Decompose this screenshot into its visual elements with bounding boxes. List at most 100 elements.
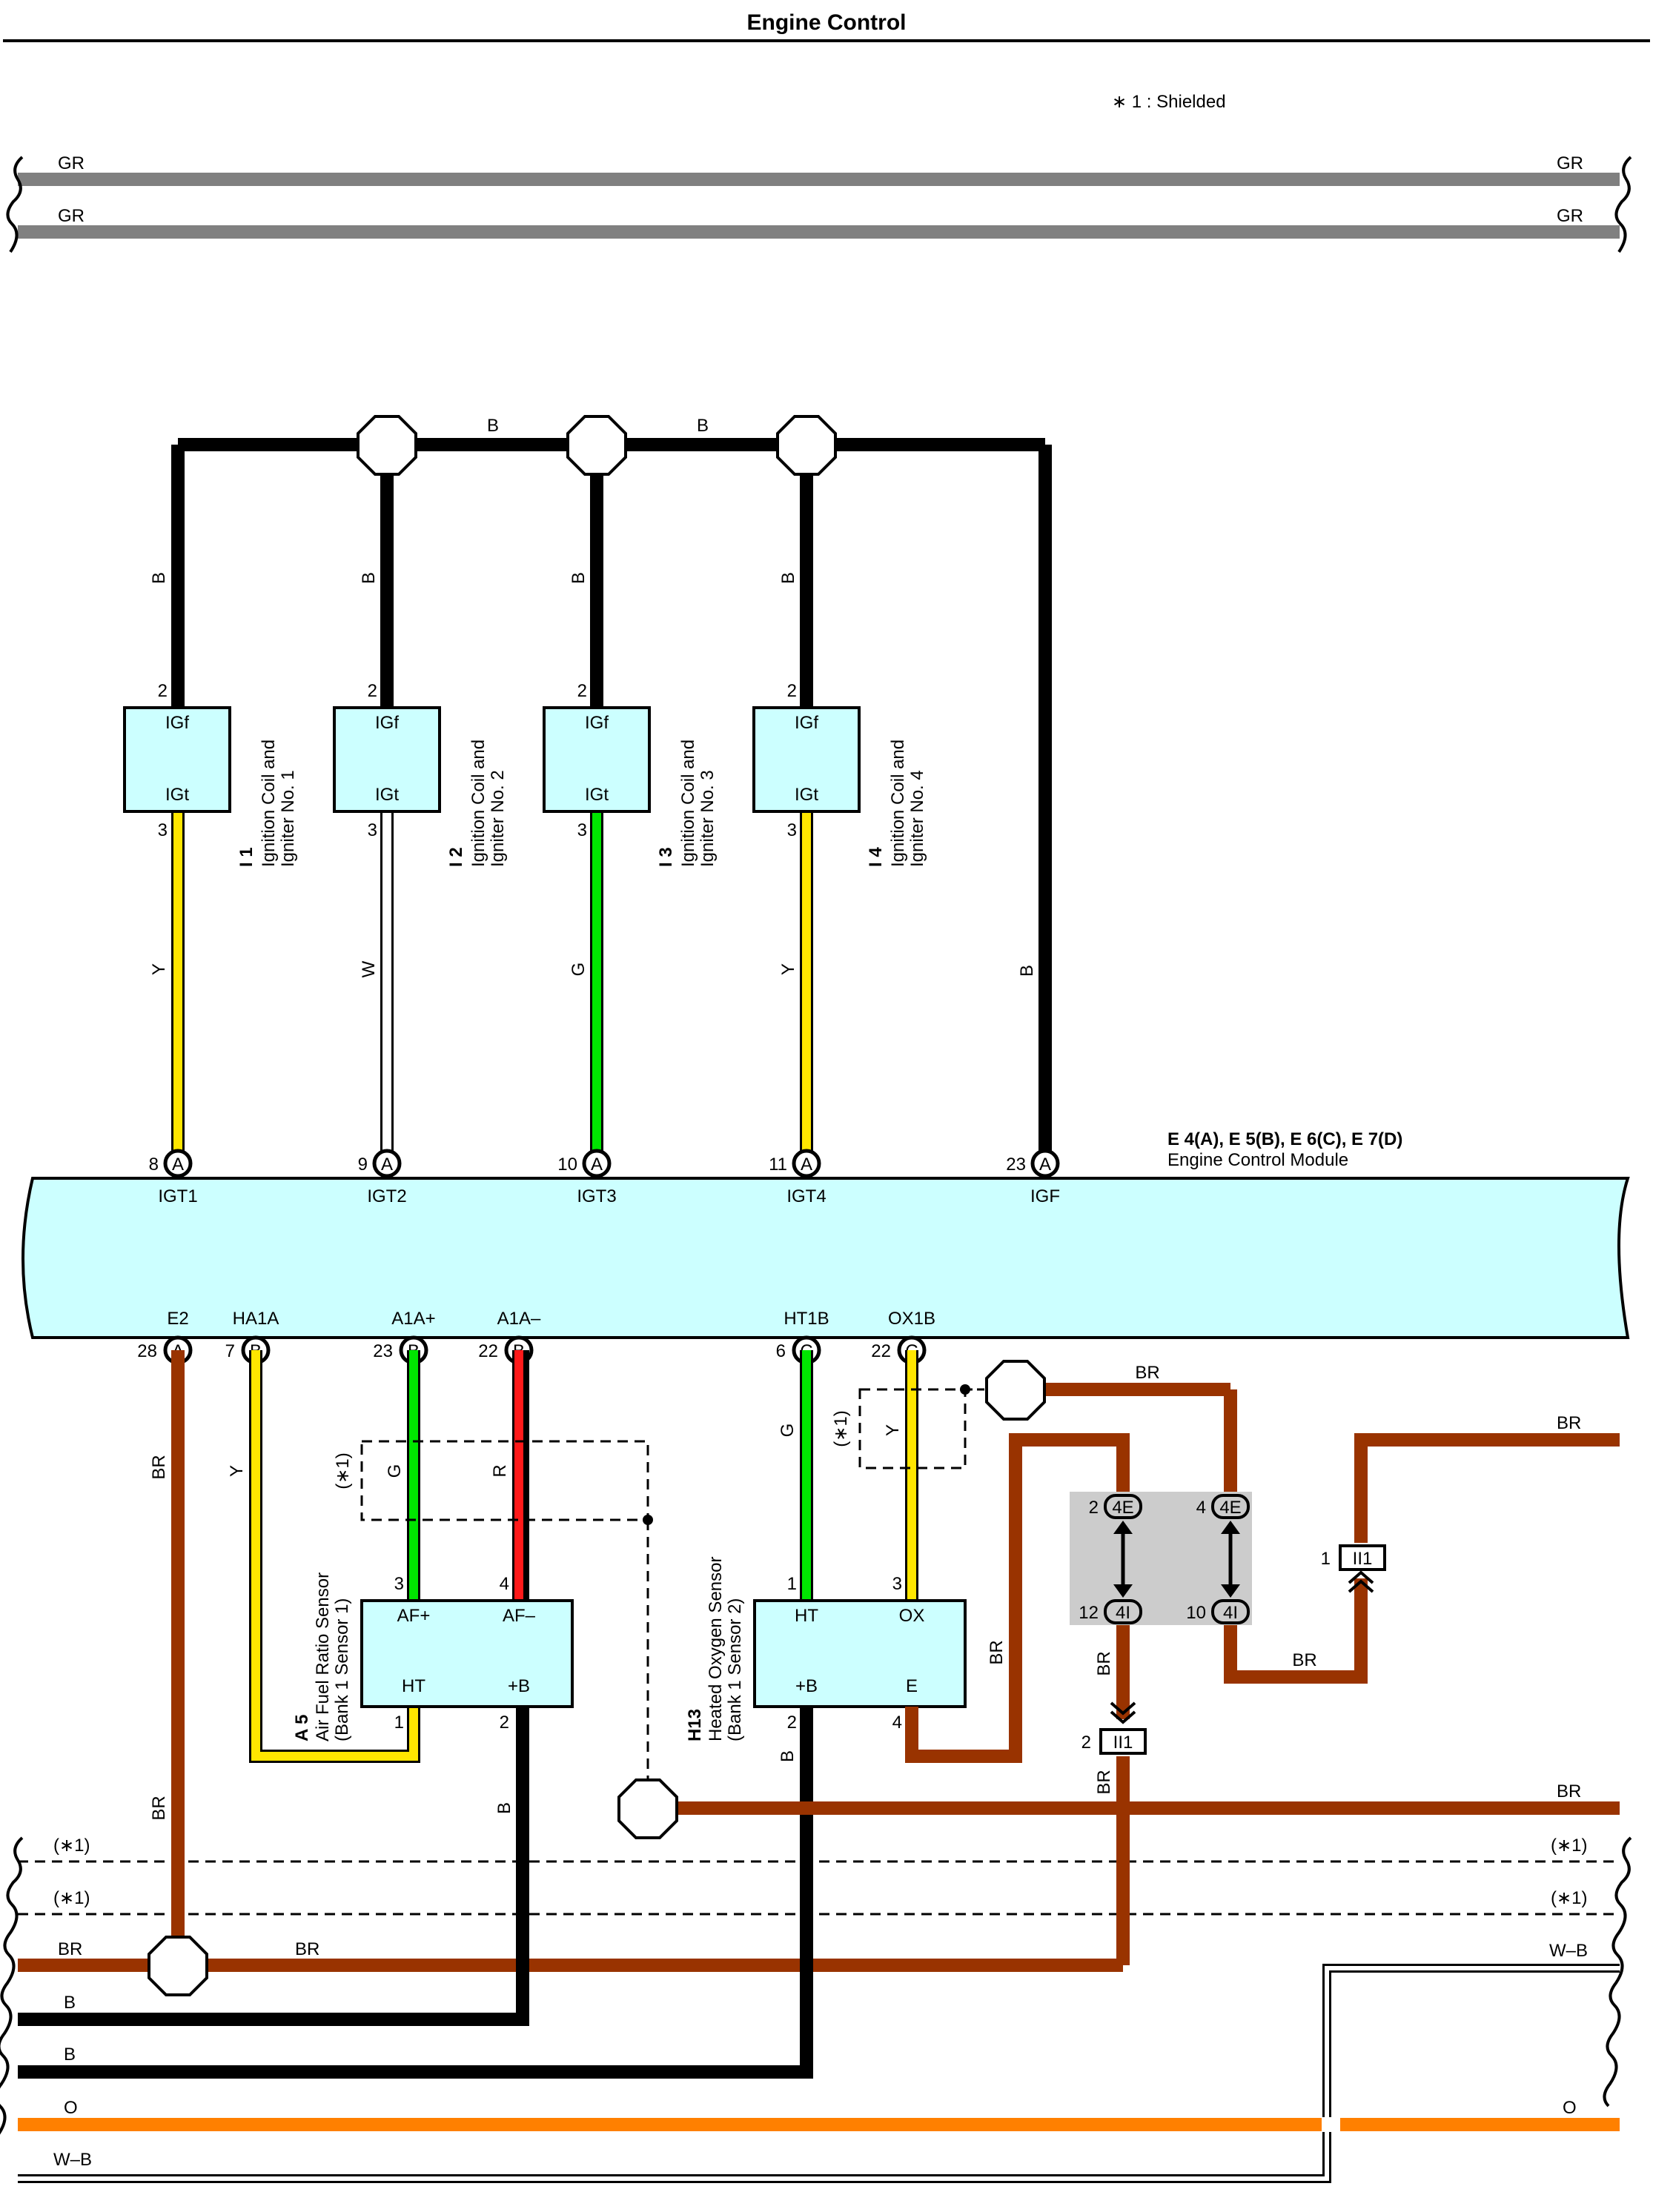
svg-text:7: 7: [225, 1341, 235, 1361]
wire-label-b: B: [778, 572, 798, 584]
svg-text:2: 2: [1081, 1733, 1091, 1753]
ignition-coil-3: IGf IGt 2 3 I 3 Ignition Coil and Ignite…: [543, 681, 718, 867]
svg-text:II1: II1: [1353, 1549, 1373, 1569]
sensor-id: H13: [685, 1709, 705, 1741]
ecm-top-pin-igf: A 23 IGF: [1006, 1149, 1060, 1206]
wire-label-shield: (∗1): [1551, 1888, 1587, 1908]
heated-oxygen-sensor: HT OX +B E 1 3 2 4 H13 Heated Oxygen Sen…: [685, 1557, 967, 1741]
splice-point: [985, 1360, 1046, 1421]
svg-text:E2: E2: [167, 1309, 188, 1329]
wire-label-br: BR: [987, 1640, 1007, 1664]
coil-name-line2: Igniter No. 1: [278, 770, 298, 867]
svg-text:II1: II1: [1113, 1733, 1133, 1753]
wire-label-w: W: [359, 960, 379, 977]
terminal-e: E: [906, 1676, 918, 1696]
terminal-plus-b: +B: [508, 1676, 530, 1696]
splice-point: [617, 1778, 678, 1839]
coil-name-line2: Igniter No. 4: [907, 770, 927, 867]
svg-text:23: 23: [373, 1341, 393, 1361]
wire-label-br: BR: [149, 1796, 169, 1820]
ignition-ground-bus: B B B B B B B: [149, 415, 1052, 1163]
sensor-name-line2: (Bank 1 Sensor 2): [725, 1598, 745, 1741]
coil-id: I 1: [236, 847, 256, 867]
wire-break-right: [1603, 1836, 1632, 2108]
ignition-coil-4: IGf IGt 2 3 I 4 Ignition Coil and Ignite…: [752, 681, 927, 867]
wire-break-right: [1614, 156, 1632, 253]
sensor-name-line1: Heated Oxygen Sensor: [706, 1557, 726, 1741]
terminal-af-plus: AF+: [397, 1606, 431, 1626]
svg-text:4: 4: [1196, 1498, 1206, 1518]
coil-name-line2: Igniter No. 2: [488, 770, 508, 867]
wire-label-b: B: [697, 416, 709, 436]
wire-label-wb: W–B: [53, 2150, 92, 2170]
pin-number: 1: [394, 1713, 404, 1733]
shield-ground-line: BR: [617, 1778, 1620, 1839]
wire-label-gr-1l: GR: [58, 153, 85, 173]
air-fuel-ratio-sensor: AF+ AF– HT +B 3 4 1 2 A 5 Air Fuel Ratio…: [292, 1572, 574, 1741]
junction-connector: 4E 2 4I 12 4E 4 4I 10: [1070, 1492, 1252, 1625]
wire-label-shield: (∗1): [333, 1452, 353, 1489]
coil-terminal-igt: IGt: [585, 785, 609, 805]
terminal-ox: OX: [899, 1606, 925, 1626]
wire-label-b: B: [569, 572, 589, 584]
ha1a-heater-wire-fill: [251, 1350, 418, 1761]
wire-label-b: B: [494, 1802, 514, 1814]
ecm-top-pin-igt4: A 11 IGT4: [769, 1149, 827, 1206]
af-sensor-shield: (∗1): [333, 1440, 653, 1808]
pin-number: 2: [787, 1713, 797, 1733]
wire-label-g: G: [778, 1424, 798, 1438]
wire-label-shield: (∗1): [53, 1888, 90, 1908]
wire-label-y: Y: [227, 1465, 247, 1477]
ignition-coil-1: IGf IGt 2 3 I 1 Ignition Coil and Ignite…: [123, 681, 298, 867]
svg-text:22: 22: [871, 1341, 891, 1361]
svg-text:A: A: [1039, 1155, 1051, 1175]
wire-label-shield: (∗1): [1551, 1836, 1587, 1856]
pin-number: 3: [394, 1574, 404, 1594]
pin-number: 3: [158, 820, 168, 840]
coil-name-line1: Ignition Coil and: [678, 740, 698, 867]
wire-label-shield: (∗1): [53, 1836, 90, 1856]
svg-text:IGT4: IGT4: [786, 1186, 826, 1206]
svg-text:HT1B: HT1B: [784, 1309, 829, 1329]
svg-text:4E: 4E: [1219, 1498, 1241, 1518]
terminal-ht: HT: [795, 1606, 818, 1626]
wire-label-g: G: [385, 1464, 405, 1478]
wire-label-b: B: [64, 2045, 76, 2065]
wire-label-y: Y: [778, 963, 798, 975]
ecm-top-pin-igt3: A 10 IGT3: [557, 1149, 617, 1206]
wire-label-br: BR: [58, 1939, 82, 1959]
svg-text:9: 9: [358, 1155, 368, 1175]
splice-point: [566, 415, 627, 476]
coil-id: I 4: [866, 847, 886, 867]
coil-terminal-igf: IGf: [165, 713, 189, 733]
wire-label-r: R: [490, 1464, 510, 1477]
terminal-plus-b: +B: [795, 1676, 818, 1696]
sensor-id: A 5: [292, 1715, 312, 1741]
pin-number: 2: [577, 681, 587, 701]
connector-ii1-upper: II1 1: [1321, 1544, 1386, 1593]
svg-text:A: A: [172, 1155, 184, 1175]
ignition-coil-2: IGf IGt 2 3 I 2 Ignition Coil and Ignite…: [333, 681, 508, 867]
wire-label-b: B: [1017, 965, 1037, 977]
svg-text:8: 8: [149, 1155, 159, 1175]
wire-label-b: B: [149, 572, 169, 584]
wire-label-br: BR: [1292, 1650, 1316, 1670]
svg-text:28: 28: [137, 1341, 157, 1361]
svg-text:IGF: IGF: [1030, 1186, 1060, 1206]
svg-text:4I: 4I: [1223, 1603, 1238, 1623]
svg-text:10: 10: [1186, 1603, 1206, 1623]
wire-break-left: [6, 156, 24, 253]
svg-text:IGT2: IGT2: [367, 1186, 406, 1206]
gr-wire-group: GR GR GR GR: [6, 153, 1632, 253]
wire-label-br: BR: [149, 1455, 169, 1479]
svg-text:IGT1: IGT1: [158, 1186, 197, 1206]
wire-label-br: BR: [1557, 1413, 1581, 1433]
svg-text:11: 11: [769, 1155, 787, 1175]
wire-label-br: BR: [1094, 1770, 1114, 1794]
splice-point: [776, 415, 837, 476]
svg-text:22: 22: [478, 1341, 498, 1361]
svg-text:4E: 4E: [1112, 1498, 1133, 1518]
terminal-af-minus: AF–: [503, 1606, 536, 1626]
pin-number: 3: [892, 1574, 902, 1594]
svg-text:A: A: [381, 1155, 393, 1175]
